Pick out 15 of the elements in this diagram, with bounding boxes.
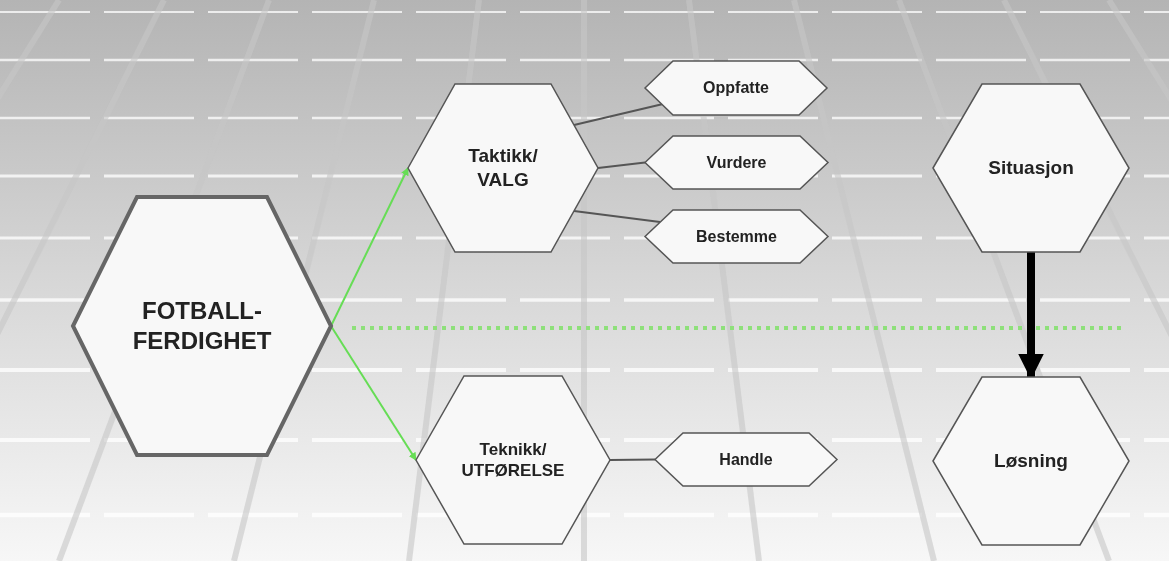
node-label: Handle xyxy=(719,449,773,470)
node-label: Løsning xyxy=(994,449,1068,473)
node-label: Teknikk/ UTFØRELSE xyxy=(460,438,566,482)
node-label: Situasjon xyxy=(988,156,1074,180)
connector-line xyxy=(609,458,656,461)
connector-line xyxy=(573,103,663,126)
node-label: FOTBALL- FERDIGHET xyxy=(131,296,273,356)
node-label: Vurdere xyxy=(706,152,767,173)
node-label: Oppfatte xyxy=(703,78,769,98)
arrow xyxy=(330,325,417,461)
node-label: Bestemme xyxy=(696,226,777,247)
arrow xyxy=(330,167,409,327)
connector-line xyxy=(573,210,661,223)
connector-line xyxy=(597,161,646,169)
node-label: Taktikk/ VALG xyxy=(467,144,539,192)
